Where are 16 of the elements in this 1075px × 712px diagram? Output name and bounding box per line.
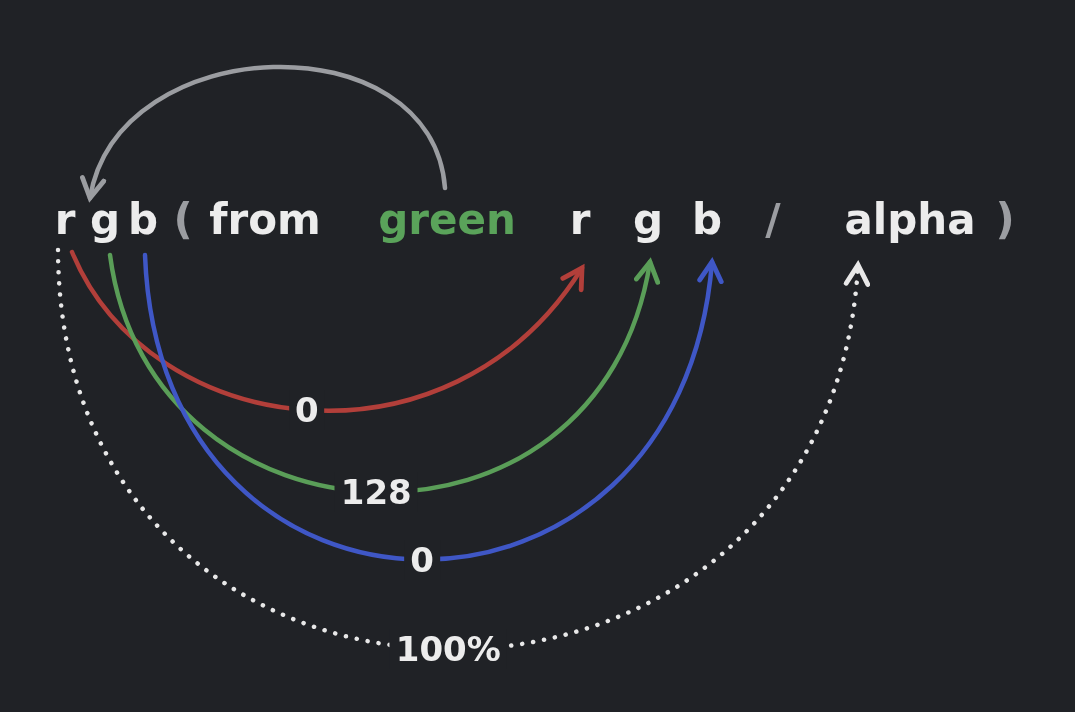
code-text: ( <box>173 194 193 246</box>
code-token: alpha <box>844 192 976 248</box>
code-text: ) <box>995 194 1015 246</box>
code-token: b <box>127 192 159 248</box>
code-token: b <box>691 192 723 248</box>
arrow <box>107 252 658 495</box>
code-token: green <box>378 192 516 248</box>
arrow <box>69 249 585 413</box>
arrow <box>142 252 722 562</box>
arrow <box>83 64 448 201</box>
code-token: g <box>89 192 121 248</box>
code-token: r <box>569 192 591 248</box>
code-token: r <box>54 192 76 248</box>
code-text: from <box>209 194 321 246</box>
code-token: g <box>632 192 664 248</box>
code-text: / <box>765 194 781 246</box>
